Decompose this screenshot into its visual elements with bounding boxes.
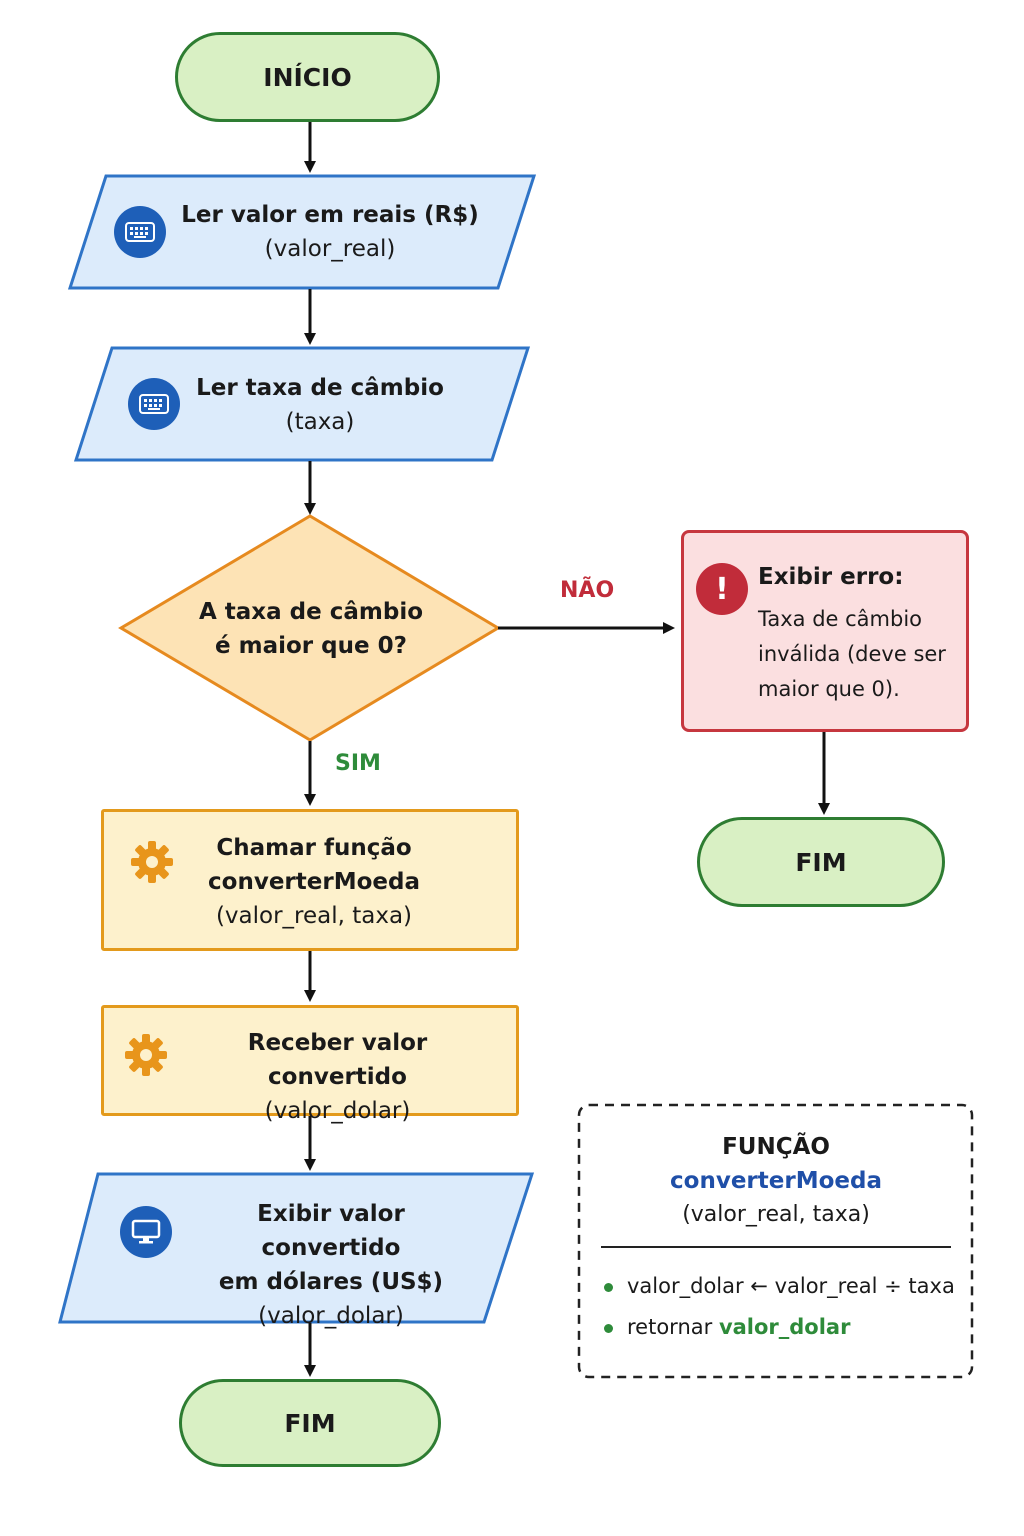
input-rate-shape	[73, 346, 531, 462]
start-label: INÍCIO	[263, 62, 352, 92]
input-real-text: Ler valor em reais (R$) (valor_real)	[180, 198, 480, 266]
call-function-box	[101, 809, 519, 951]
input-rate-var: (taxa)	[285, 409, 355, 435]
output-line2: em dólares (US$)	[218, 1269, 444, 1295]
legend-step-2-prefix: retornar	[627, 1315, 719, 1339]
bullet-dot-icon	[604, 1323, 613, 1333]
error-title: Exibir erro:	[758, 564, 904, 590]
output-shape	[58, 1172, 535, 1324]
decision-shape	[118, 514, 501, 742]
keyboard-icon	[114, 206, 166, 258]
legend-header: FUNÇÃO converterMoeda (valor_real, taxa)	[600, 1130, 952, 1232]
end-terminal-error: FIM	[697, 817, 945, 907]
keyboard-icon	[128, 378, 180, 430]
receive-title: Receber valor convertido	[247, 1030, 428, 1090]
start-terminal: INÍCIO	[175, 32, 440, 122]
input-real-title: Ler valor em reais (R$)	[181, 202, 479, 228]
call-line2: converterMoeda	[208, 869, 420, 895]
legend-step-1: valor_dolar ← valor_real ÷ taxa	[604, 1274, 955, 1298]
receive-value-text: Receber valor convertido (valor_dolar)	[180, 1026, 495, 1128]
gear-icon	[128, 838, 176, 890]
decision-yes-label: SIM	[335, 751, 381, 776]
error-message: Taxa de câmbio inválida (deve ser maior …	[758, 602, 946, 707]
output-text: Exibir valor convertido em dólares (US$)…	[190, 1197, 472, 1333]
receive-value-box	[101, 1005, 519, 1116]
end-terminal-main: FIM	[179, 1379, 441, 1467]
input-real-shape	[67, 174, 537, 290]
input-rate-text: Ler taxa de câmbio (taxa)	[190, 371, 450, 439]
exclamation-icon: !	[696, 563, 748, 615]
decision-line2: é maior que 0?	[215, 633, 407, 659]
receive-var: (valor_dolar)	[264, 1098, 411, 1124]
legend-step-1-text: valor_dolar ← valor_real ÷ taxa	[627, 1274, 955, 1298]
decision-no-label: NÃO	[560, 578, 615, 603]
call-function-text: Chamar função converterMoeda (valor_real…	[190, 831, 438, 933]
error-line3: maior que 0).	[758, 677, 900, 701]
legend-title: FUNÇÃO	[722, 1134, 830, 1160]
output-line1: Exibir valor convertido	[257, 1201, 405, 1261]
call-line1: Chamar função	[216, 835, 412, 861]
gear-icon	[122, 1031, 170, 1083]
input-rate-title: Ler taxa de câmbio	[196, 375, 444, 401]
decision-text: A taxa de câmbio é maior que 0?	[180, 595, 442, 663]
legend-step-2-value: valor_dolar	[718, 1315, 851, 1339]
monitor-icon	[120, 1206, 172, 1258]
error-line2: inválida (deve ser	[758, 642, 946, 666]
call-line3: (valor_real, taxa)	[215, 903, 413, 929]
end-error-label: FIM	[795, 847, 847, 877]
output-line3: (valor_dolar)	[258, 1303, 404, 1329]
error-line1: Taxa de câmbio	[758, 607, 923, 631]
decision-line1: A taxa de câmbio	[198, 599, 424, 625]
legend-step-2: retornar valor_dolar	[604, 1315, 850, 1339]
bullet-dot-icon	[604, 1282, 613, 1292]
legend-args: (valor_real, taxa)	[682, 1202, 870, 1227]
end-main-label: FIM	[284, 1408, 336, 1438]
legend-box	[577, 1103, 974, 1379]
input-real-var: (valor_real)	[264, 236, 396, 262]
legend-function-name: converterMoeda	[670, 1168, 882, 1194]
